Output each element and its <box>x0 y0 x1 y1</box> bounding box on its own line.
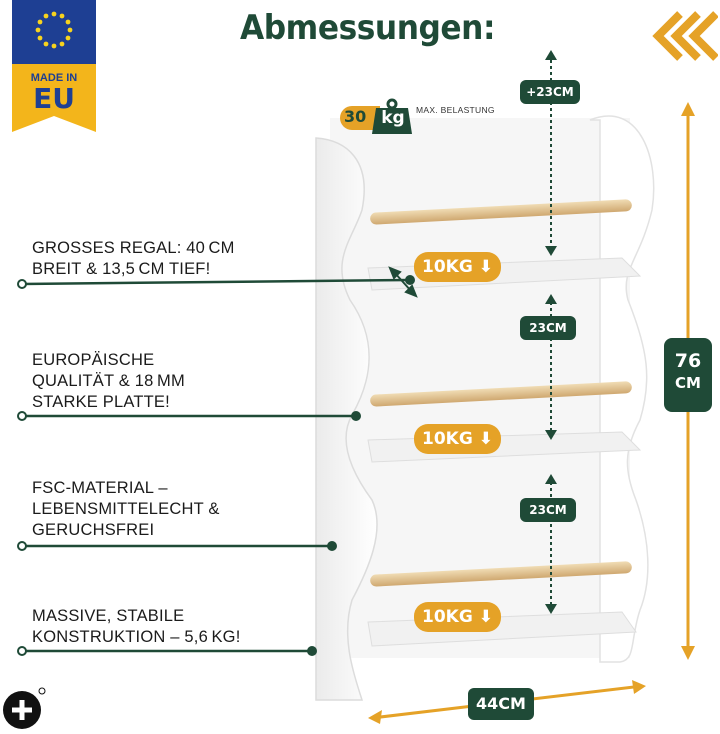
shelf-load-3: 10KG ⬇ <box>414 602 501 632</box>
page-title: Abmessungen: <box>240 8 496 48</box>
feature-size: GROSSES REGAL: 40 CM BREIT & 13,5 CM TIE… <box>32 238 235 280</box>
arrow-down-icon: ⬇ <box>478 607 493 627</box>
height-unit: CM <box>675 374 701 392</box>
weight-icon <box>372 98 412 134</box>
badge-eu: EU <box>33 82 75 115</box>
height-badge: 76 CM <box>664 338 712 412</box>
shelf-load-2: 10KG ⬇ <box>414 424 501 454</box>
feature-line: FSC-MATERIAL – <box>32 479 168 497</box>
feature-line: BREIT & 13,5 CM TIEF! <box>32 260 211 278</box>
arrow-down-icon: ⬇ <box>478 257 493 277</box>
eu-flag-icon <box>12 0 96 132</box>
feature-line: GERUCHSFREI <box>32 521 155 539</box>
brand-logo-icon <box>3 687 46 729</box>
feature-line: STARKE PLATTE! <box>32 393 170 411</box>
feature-line: KONSTRUKTION – 5,6 KG! <box>32 628 241 646</box>
feature-line: EUROPÄISCHE <box>32 351 155 369</box>
width-badge: 44CM <box>468 688 534 720</box>
feature-line: LEBENSMITTELECHT & <box>32 500 220 518</box>
load-label: 10KG <box>422 429 473 449</box>
chevrons-left-icon <box>652 11 718 61</box>
weight-label: MAX. BELASTUNG <box>416 105 495 115</box>
arrow-down-icon: ⬇ <box>478 429 493 449</box>
feature-quality: EUROPÄISCHE QUALITÄT & 18 MM STARKE PLAT… <box>32 350 185 413</box>
top-gap-badge: +23CM <box>520 80 580 104</box>
height-value: 76 <box>674 350 702 372</box>
max-load-badge: 30 kg MAX. BELASTUNG <box>340 98 520 134</box>
feature-material: FSC-MATERIAL – LEBENSMITTELECHT & GERUCH… <box>32 478 220 541</box>
feature-construction: MASSIVE, STABILE KONSTRUKTION – 5,6 KG! <box>32 606 241 648</box>
load-label: 10KG <box>422 607 473 627</box>
feature-line: QUALITÄT & 18 MM <box>32 372 185 390</box>
badge-made-in: MADE IN <box>30 72 78 84</box>
shelf-load-1: 10KG ⬇ <box>414 252 501 282</box>
feature-line: MASSIVE, STABILE <box>32 607 185 625</box>
weight-unit: kg <box>381 108 405 128</box>
load-label: 10KG <box>422 257 473 277</box>
gap1-badge: 23CM <box>520 316 576 340</box>
gap2-badge: 23CM <box>520 498 576 522</box>
feature-line: GROSSES REGAL: 40 CM <box>32 239 235 257</box>
weight-number: 30 <box>344 107 367 126</box>
made-in-eu-badge: MADE IN EU <box>12 0 96 132</box>
